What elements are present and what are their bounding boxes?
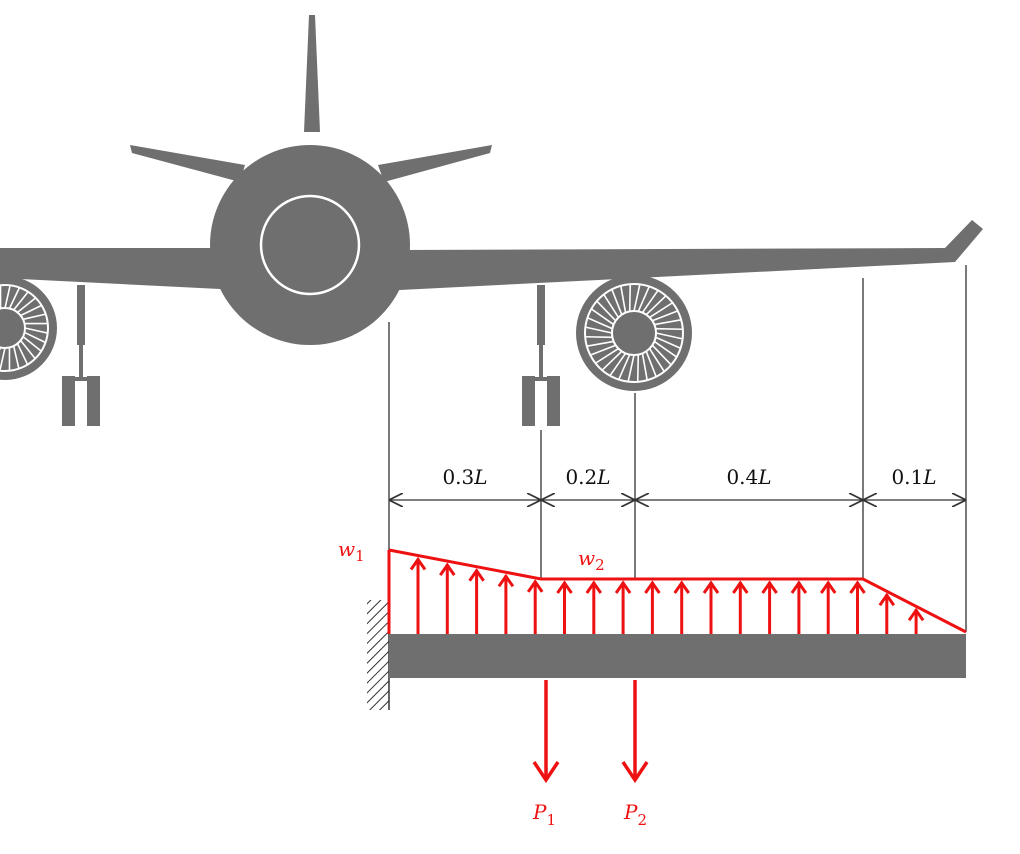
load-arrow xyxy=(849,580,866,634)
load-arrow xyxy=(761,580,778,634)
label-w2: w2 xyxy=(578,546,605,574)
load-arrow xyxy=(673,580,690,634)
dim-label-segment-3: 0.4L xyxy=(726,465,771,489)
fixed-support xyxy=(367,600,390,710)
distributed-load xyxy=(387,548,967,634)
left-landing-gear xyxy=(62,285,100,426)
load-arrow xyxy=(644,580,661,634)
dim-label-segment-4: 0.1L xyxy=(891,465,936,489)
right-stabilizer xyxy=(378,145,492,182)
dim-label-segment-1: 0.3L xyxy=(442,465,487,489)
left-engine xyxy=(0,276,57,380)
vertical-tail xyxy=(304,15,320,132)
point-loads xyxy=(532,680,649,784)
label-w1: w1 xyxy=(338,537,365,565)
load-arrow xyxy=(790,580,808,634)
load-arrow xyxy=(732,580,749,634)
load-arrow xyxy=(702,580,720,634)
fuselage-ring xyxy=(259,194,361,296)
dim-label-segment-2: 0.2L xyxy=(565,465,610,489)
label-p2: P2 xyxy=(623,800,647,829)
point-load-p2-arrow xyxy=(621,680,649,784)
load-arrow xyxy=(556,580,573,634)
load-arrow xyxy=(878,592,896,634)
aircraft xyxy=(0,15,983,426)
wing xyxy=(0,220,983,290)
load-arrow xyxy=(497,573,515,634)
load-arrow xyxy=(614,580,632,634)
load-arrow xyxy=(468,568,485,634)
left-stabilizer xyxy=(130,145,245,182)
right-landing-gear xyxy=(522,285,560,426)
load-arrow xyxy=(409,556,427,634)
load-arrow xyxy=(439,562,456,634)
beam xyxy=(389,634,966,678)
fuselage xyxy=(210,145,410,345)
load-arrows xyxy=(409,556,925,634)
load-arrow xyxy=(585,580,603,634)
right-engine xyxy=(576,275,692,391)
label-p1: P1 xyxy=(532,800,556,829)
load-profile-line xyxy=(388,548,967,634)
point-load-p1-arrow xyxy=(532,680,560,784)
load-arrow xyxy=(526,579,544,634)
load-arrow xyxy=(907,607,925,634)
load-arrow xyxy=(819,580,837,634)
